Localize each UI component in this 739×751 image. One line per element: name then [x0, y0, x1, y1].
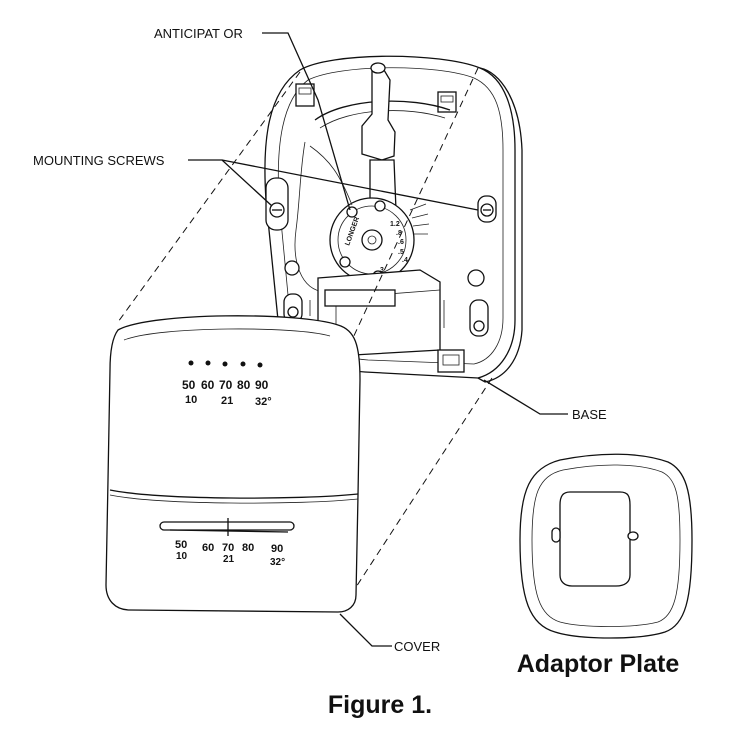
- lower-f-90: 90: [271, 543, 283, 555]
- upper-f-70: 70: [219, 378, 233, 392]
- lower-temperature-scale: 50 60 70 80 90 10 21 32°: [175, 539, 285, 568]
- dial-mark-8: .8: [396, 230, 402, 237]
- lower-c-32: 32°: [270, 557, 285, 568]
- base-hole-left: [284, 260, 300, 276]
- figure-caption: Figure 1.: [327, 691, 433, 719]
- upper-c-10: 10: [185, 394, 197, 406]
- cover-seam-lower: [109, 494, 359, 504]
- dial-mark-5: .5: [398, 249, 404, 256]
- dial-mark-1-2: 1.2: [390, 221, 400, 228]
- lower-c-10: 10: [176, 551, 188, 562]
- leader-lines: [188, 32, 568, 647]
- base-side-wall: [477, 67, 523, 383]
- lower-f-50: 50: [175, 539, 187, 551]
- base-leader: [483, 379, 568, 415]
- upper-temperature-scale: 50 60 70 80 90 10 21 32°: [182, 378, 272, 408]
- upper-f-80: 80: [237, 378, 251, 392]
- setpoint-slider: [159, 518, 295, 536]
- upper-f-60: 60: [201, 378, 215, 392]
- upper-indicator-dots: [188, 360, 263, 368]
- dial-mark-6: .6: [398, 239, 404, 246]
- mounting-screw-left: [265, 177, 289, 231]
- adaptor-plate-window: [559, 491, 631, 587]
- upper-c-21: 21: [221, 395, 233, 407]
- mounting-screws-leader-2: [221, 159, 479, 211]
- terminal-block-bottom-right: [437, 349, 465, 373]
- anticipator-leader: [262, 32, 351, 211]
- cover-top-bevel: [123, 328, 331, 341]
- cover-label: COVER: [394, 639, 440, 654]
- lower-f-70: 70: [222, 542, 234, 554]
- thermostat-cover: 50 60 70 80 90 10 21 32° 50 60 70 80 90 …: [105, 315, 361, 613]
- base-hole-right: [467, 269, 485, 287]
- upper-c-32: 32°: [255, 396, 272, 408]
- upper-f-50: 50: [182, 378, 196, 392]
- adaptor-plate-inner-rim: [531, 464, 681, 627]
- anticipator-label: ANTICIPAT OR: [154, 26, 243, 41]
- cover-seam: [109, 489, 359, 499]
- lower-f-60: 60: [202, 542, 214, 554]
- upper-f-90: 90: [255, 378, 269, 392]
- thermostat-base: 1.2 LONGER .4 .5 .6 .8 3: [264, 55, 523, 383]
- lower-f-80: 80: [242, 542, 254, 554]
- adaptor-plate: [519, 453, 693, 639]
- dial-mark-4: .4: [402, 257, 408, 264]
- adaptor-plate-hole: [627, 531, 639, 541]
- base-label: BASE: [572, 407, 607, 422]
- adaptor-plate-title: Adaptor Plate: [516, 650, 680, 678]
- anticipator-wire-2: [309, 145, 353, 206]
- mounting-screw-right: [477, 195, 497, 223]
- dial-mark-3: 3: [380, 267, 384, 274]
- mounting-screws-label: MOUNTING SCREWS: [33, 153, 165, 168]
- anticipator-dial: 1.2 LONGER .4 .5 .6 .8 3: [329, 197, 430, 283]
- top-left-clip: [295, 83, 315, 107]
- cover-shell: [105, 315, 361, 613]
- cover-leader: [339, 613, 392, 647]
- base-inner-rim: [277, 67, 504, 365]
- adaptor-plate-slot: [551, 527, 561, 543]
- terminal-screw-right: [469, 299, 489, 337]
- lower-c-21: 21: [223, 554, 235, 565]
